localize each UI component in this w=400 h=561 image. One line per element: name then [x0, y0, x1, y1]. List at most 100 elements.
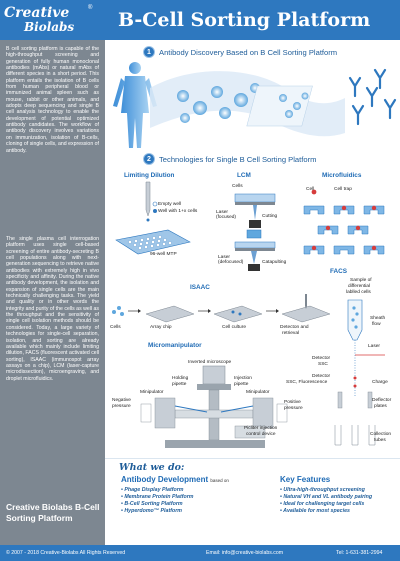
left-sidebar: B cell sorting platform is capable of th… — [0, 40, 105, 545]
facs-sheath-label-1: Sheath — [370, 316, 386, 321]
isaac-detection-label: Detecton and — [280, 325, 309, 330]
section-1-title: Antibody Discovery Based on B Cell Sorti… — [159, 47, 338, 57]
lcm-title: LCM — [237, 172, 251, 179]
limiting-dilution-diagram — [115, 181, 191, 255]
facs-sample-label-2: differential — [348, 284, 371, 289]
well-with-cells-label: Well with 1+x cells — [158, 209, 198, 214]
facs-charge-label: Charge — [372, 380, 388, 385]
platform-list: Phage Display Platform Membrane Protein … — [121, 487, 194, 515]
lcm-diagram — [234, 193, 276, 271]
phone-text[interactable]: Tel: 1-631-381-2994 — [336, 550, 383, 556]
creative-biolabs-logo[interactable]: Creative ® Biolabs — [4, 5, 114, 37]
lcm-laser-focused-label: Laser — [216, 210, 228, 215]
microfluidics-cell-label: Cell — [306, 187, 315, 192]
sidebar-footer-title: Creative Biolabs B-Cell Sorting Platform — [6, 502, 100, 523]
micromanipulator-title: Micromanipulator — [148, 342, 202, 349]
microfluidics-diagram — [303, 189, 385, 255]
antibody-development-label: Antibody Development — [121, 475, 209, 484]
platform-item-phage[interactable]: Phage Display Platform — [121, 487, 194, 494]
logo-text-line2: Biolabs — [24, 20, 75, 34]
page-title: B-Cell Sorting Platform — [118, 9, 371, 31]
microfluidics-trap-label: Cell trap — [334, 187, 352, 192]
feature-item-1: Ultra-high-throughput screening — [280, 487, 372, 494]
what-we-do-title: What we do: — [119, 462, 185, 473]
isaac-culture-label: Cell culture — [222, 325, 246, 330]
mm-manipulator-right: Minipulator — [246, 390, 270, 395]
section-2-number: 2 — [143, 153, 155, 165]
micromanipulator-diagram — [140, 365, 288, 448]
plate-label: 96-well MTP — [150, 252, 177, 257]
footer-bar: © 2007 - 2018 Creative-Biolabs All Right… — [0, 545, 400, 561]
section-1-header: 1 Antibody Discovery Based on B Cell Sor… — [143, 46, 337, 58]
email-link[interactable]: Email: info@creative-biolabs.com — [206, 550, 284, 556]
feature-item-3: Ideal for challenging target cells — [280, 501, 372, 508]
isaac-diagram — [112, 294, 331, 323]
mm-holding-label-2: pipette — [172, 382, 187, 387]
logo-text-line1: Creative — [4, 5, 70, 21]
facs-deflector-label-2: plates — [374, 404, 387, 409]
platform-item-bcell[interactable]: B-Cell Sorting Platform — [121, 501, 194, 508]
mm-manipulator-left: Minipulator — [140, 390, 164, 395]
microfluidics-title: Microfluidics — [322, 172, 362, 179]
facs-title: FACS — [330, 268, 348, 275]
feature-item-2: Natural VH and VL antibody pairing — [280, 494, 372, 501]
facs-detector-ssc-2: SSC — [318, 362, 328, 367]
mm-holding-label-1: Holding — [172, 376, 189, 381]
facs-diagram — [334, 299, 385, 446]
limiting-dilution-title: Limiting Dilution — [124, 172, 175, 179]
b-cells-cluster — [177, 83, 265, 123]
intro-paragraph: B cell sorting platform is capable of th… — [6, 46, 99, 154]
sorted-cell-grid — [246, 85, 313, 127]
section-2-header: 2 Technologies for Single B Cell Sorting… — [143, 153, 316, 165]
what-we-do-section: What we do: Antibody Development based o… — [105, 458, 400, 545]
mm-picliter-label-2: control device — [246, 432, 276, 437]
mm-negative-label-2: pressure — [112, 404, 131, 409]
facs-deflector-label-1: Deflector — [372, 398, 392, 403]
mm-negative-label-1: Negative — [112, 398, 131, 403]
lcm-cutting-label: Cutting — [262, 214, 278, 219]
section-2-title: Technologies for Single B Cell Sorting P… — [159, 154, 317, 164]
empty-well-label: Empty well — [158, 202, 182, 207]
feature-item-4: Available for most species — [280, 508, 372, 515]
key-features-list: Ultra-high-throughput screening Natural … — [280, 487, 372, 515]
copyright-text: © 2007 - 2018 Creative-Biolabs All Right… — [6, 550, 126, 556]
mm-inverted-label: Inverted microscope — [188, 360, 232, 365]
logo-registered-mark: ® — [88, 5, 93, 11]
mm-injection-label-1: Injection — [234, 376, 252, 381]
pipette-icon — [145, 181, 151, 217]
lcm-catapulting-label: Catapulting — [262, 260, 287, 265]
facs-sheath-label-2: flow — [372, 322, 381, 327]
facs-tubes-label-1: Collection — [370, 432, 392, 437]
antibody-development-heading: Antibody Development based on — [121, 475, 229, 484]
header-bar: Creative ® Biolabs B-Cell Sorting Platfo… — [0, 0, 400, 40]
lcm-laser-defocused-label: Laser — [218, 255, 230, 260]
lcm-laser-defocused-sub: (defocused) — [218, 260, 244, 265]
key-features-heading: Key Features — [280, 475, 331, 484]
mm-injection-label-2: pipette — [234, 382, 249, 387]
facs-laser-label: Laser — [368, 344, 380, 349]
facs-detector-fl-2: SSC, Fluorescence — [286, 380, 328, 385]
based-on-label: based on — [210, 478, 229, 483]
facs-tubes-label-2: tubes — [374, 438, 386, 443]
platform-item-membrane[interactable]: Membrane Protein Platform — [121, 494, 193, 501]
plasma-cell-paragraph: The single plasma cell interrogation pla… — [6, 236, 99, 382]
isaac-chip-label: Array chip — [150, 325, 172, 330]
facs-detector-fl-1: Detector — [312, 374, 331, 379]
facs-sample-label-1: Sample of — [350, 278, 372, 283]
lcm-cells-label: Cells — [232, 184, 243, 189]
antibody-discovery-illustration — [113, 62, 397, 148]
isaac-retrieval-label: retrieval — [282, 331, 300, 336]
isaac-cells-label: Cells — [110, 325, 121, 330]
lcm-laser-focused-sub: (focused) — [216, 215, 236, 220]
antibody-icons — [348, 68, 397, 126]
isaac-title: ISAAC — [190, 284, 210, 291]
facs-detector-ssc-1: Detector — [312, 356, 331, 361]
section-1-number: 1 — [143, 46, 155, 58]
facs-sample-label-3: lablled cells — [346, 290, 371, 295]
mm-positive-label-1: Positive — [284, 400, 301, 405]
platform-item-hyperdomo[interactable]: Hyperdomo™ Platform — [121, 508, 194, 515]
mm-picliter-label-1: Picliter injection — [244, 426, 278, 431]
mm-positive-label-2: pressure — [284, 406, 303, 411]
cell-stream-band — [150, 71, 345, 137]
